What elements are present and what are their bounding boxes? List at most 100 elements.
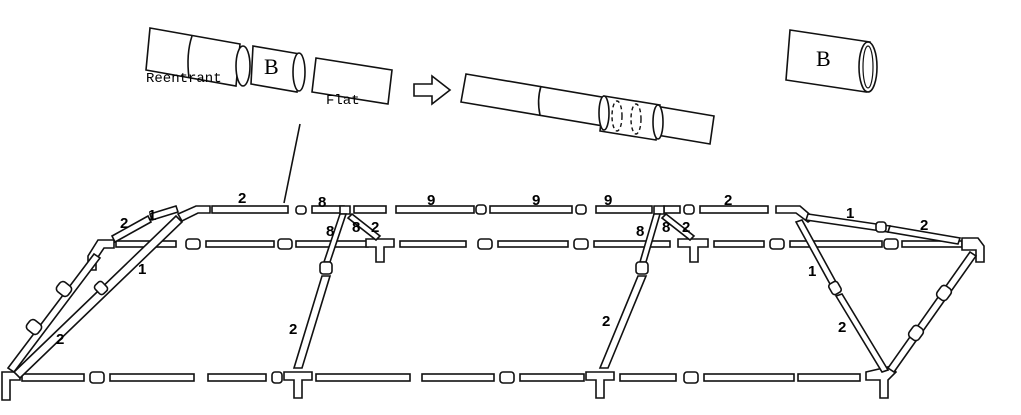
connector	[573, 238, 589, 250]
pipe-number: 9	[427, 192, 435, 209]
pipe	[834, 293, 890, 373]
connector-b-standalone: B	[785, 29, 878, 93]
pipe-number: 2	[724, 192, 732, 209]
middle-frame-1	[292, 205, 382, 369]
pipe-number: 2	[371, 219, 379, 236]
pipe-number: 9	[532, 192, 540, 209]
pipe-number: 8	[318, 194, 326, 211]
connector	[883, 238, 899, 250]
connector	[683, 371, 699, 384]
arrow-icon	[413, 74, 452, 106]
pipe	[497, 240, 569, 248]
hidden-edge	[630, 103, 642, 135]
flat-tube	[311, 57, 393, 105]
pipe-number: 8	[636, 223, 644, 240]
pipe-number: 1	[846, 205, 854, 222]
reentrant-end	[235, 45, 251, 87]
right-end-pipes	[794, 213, 978, 374]
connector	[827, 280, 843, 296]
pipe-number: 2	[682, 219, 690, 236]
connector	[271, 371, 283, 384]
pipe-number: 9	[604, 192, 612, 209]
pipe-number: 2	[56, 331, 64, 348]
tee	[339, 205, 351, 215]
connector	[89, 371, 105, 384]
pipe-number: 2	[238, 190, 246, 207]
leader-line	[283, 123, 301, 204]
connector	[499, 371, 515, 384]
top-front-rail	[176, 204, 816, 223]
pipe	[148, 205, 180, 221]
connector-b-mouth-inner	[862, 45, 874, 89]
pipe-number-labels: 2 8 9 9 9 2 2 1 1 2 8 8 2 2 8 8 2 2 1 2 …	[56, 190, 928, 348]
connector-b-opening	[292, 52, 306, 92]
tee	[283, 371, 313, 399]
pipe-number: 8	[326, 223, 334, 240]
connector	[319, 261, 333, 275]
pipe-number: 1	[138, 261, 146, 278]
bottom-rail	[1, 365, 898, 401]
connector	[875, 221, 887, 233]
pipe	[886, 225, 962, 245]
elbow-top-left	[176, 205, 211, 223]
connector	[295, 205, 307, 215]
pipe	[21, 373, 85, 382]
tee	[365, 238, 395, 263]
connector	[475, 204, 487, 215]
connector-b-letter: B	[264, 54, 279, 79]
connector-detail-assembled	[460, 73, 715, 145]
connector	[575, 204, 587, 215]
connector-b-mouth	[858, 41, 878, 93]
elbow-top-right	[775, 205, 816, 223]
connector	[25, 318, 43, 336]
pipe	[699, 205, 769, 214]
pipe	[598, 275, 648, 369]
pipe	[395, 205, 475, 214]
pipe	[789, 240, 883, 248]
left-end-pipes	[6, 205, 184, 380]
pipe	[353, 205, 387, 214]
top-back-rail	[87, 237, 985, 271]
flat-label: Flat	[326, 93, 360, 109]
assembled-sleeve-left	[598, 95, 610, 131]
pipe	[109, 373, 195, 382]
connector-b-standalone-letter: B	[816, 46, 831, 71]
pipe	[663, 205, 681, 214]
pipe	[595, 205, 653, 214]
pipe	[399, 240, 467, 248]
pipe	[207, 373, 267, 382]
hidden-edge	[611, 100, 623, 132]
pipe-number: 2	[602, 313, 610, 330]
pipe-number: 1	[808, 263, 816, 280]
pipe	[12, 214, 184, 380]
middle-frame-2	[598, 205, 696, 369]
pipe	[110, 214, 153, 244]
assembled-step	[537, 85, 542, 116]
pipe-number: 8	[352, 219, 360, 236]
connector	[769, 238, 785, 250]
connector	[635, 261, 649, 275]
pipe-number: 2	[289, 321, 297, 338]
connector-b-sleeve	[250, 45, 301, 93]
tee	[653, 205, 665, 215]
assembled-tube	[460, 73, 715, 145]
reentrant-step	[187, 35, 193, 79]
pipe-number: 2	[920, 217, 928, 234]
pipe	[211, 205, 289, 214]
elbow-back-right	[961, 237, 985, 263]
connector	[55, 280, 73, 298]
pipe	[421, 373, 495, 382]
pipe	[797, 373, 861, 382]
connector	[93, 280, 109, 296]
pipe	[292, 275, 332, 369]
tee	[677, 238, 709, 263]
pipe	[593, 240, 671, 248]
connector-detail-exploded: B Reentrant Flat	[145, 27, 393, 109]
pipe	[315, 373, 411, 382]
pipe	[519, 373, 585, 382]
pipe-number: 1	[148, 207, 156, 224]
pipe	[660, 212, 696, 242]
pipe	[713, 240, 765, 248]
